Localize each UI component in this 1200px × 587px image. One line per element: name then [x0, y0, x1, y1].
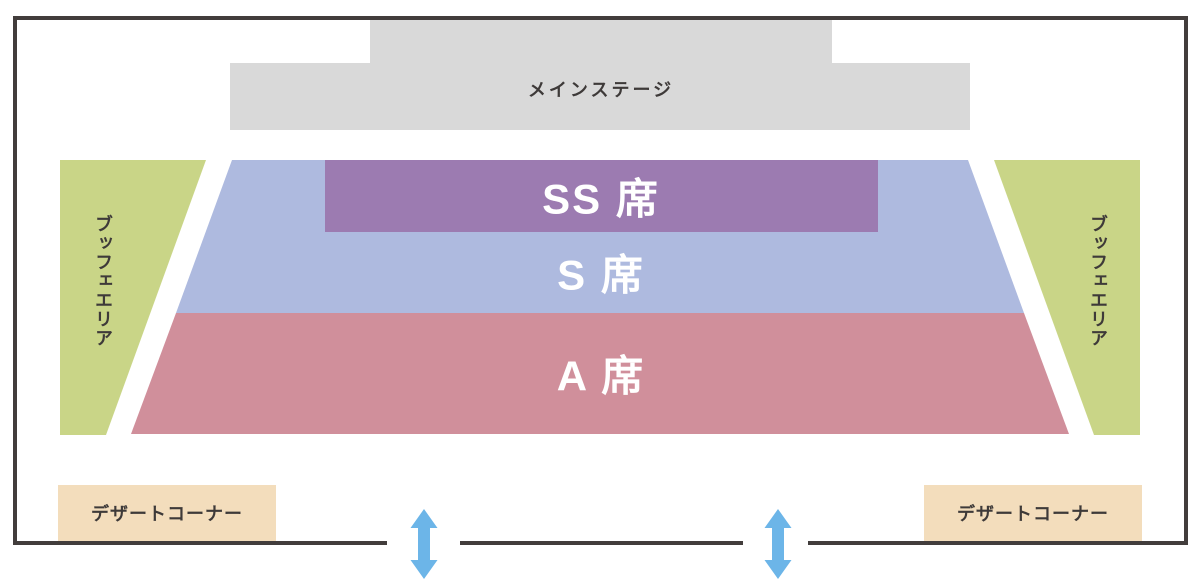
buffet-area-left-label: ブッフェエリア [93, 214, 113, 348]
seat-zone-a [131, 313, 1069, 434]
seat-zone-ss-label: SS 席 [542, 175, 660, 223]
venue-outline-bottom-right [808, 541, 1188, 545]
main-stage-upper-block [370, 20, 832, 65]
venue-outline-right [1184, 16, 1188, 545]
dessert-corner-right: デザートコーナー [924, 485, 1142, 541]
venue-outline-bottom-left [13, 541, 387, 545]
dessert-corner-left: デザートコーナー [58, 485, 276, 541]
entrance-arrow-icon [410, 509, 438, 579]
seat-zone-ss [325, 160, 878, 232]
venue-outline-top [13, 16, 1188, 20]
dessert-corner-right-label: デザートコーナー [957, 504, 1109, 524]
venue-outline-bottom-middle [460, 541, 743, 545]
seat-zone-s-label: S 席 [557, 251, 645, 299]
dessert-corner-left-label: デザートコーナー [91, 504, 243, 524]
main-stage-label: メインステージ [527, 80, 675, 100]
venue-outline-left [13, 16, 17, 545]
entrance-arrow-icon [764, 509, 792, 579]
buffet-area-right-label: ブッフェエリア [1088, 214, 1108, 348]
main-stage [230, 63, 970, 130]
seat-zone-a-label: A 席 [556, 352, 646, 400]
